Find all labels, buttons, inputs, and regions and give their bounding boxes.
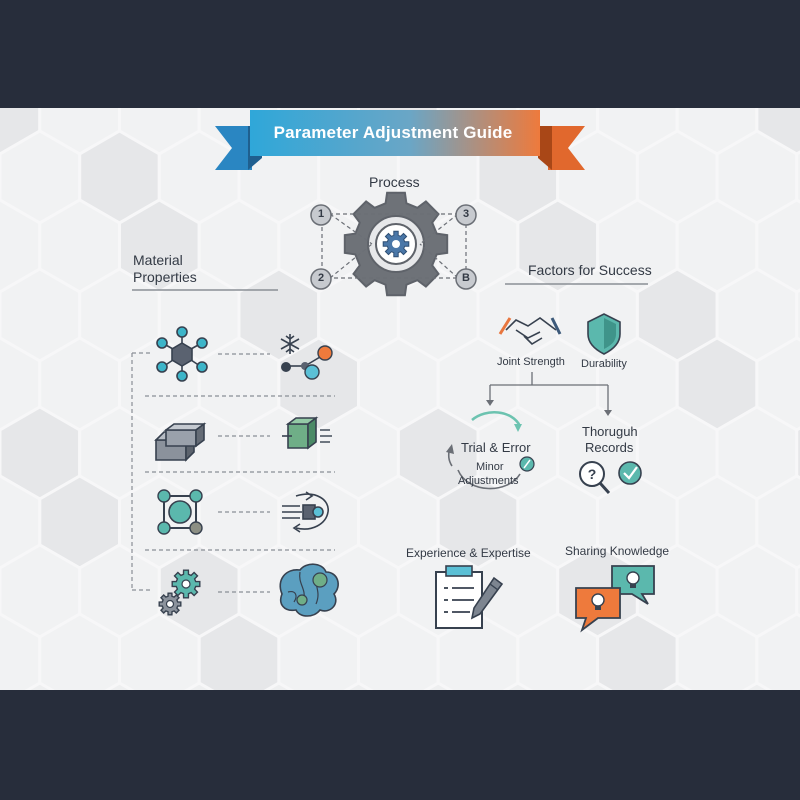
gears-icon [158,569,201,616]
joint-strength-label: Joint Strength [497,356,565,368]
snowflake-network-icon [280,334,333,380]
process-title: Process [369,174,420,190]
process-step-1: 1 [317,208,325,220]
magnifier-question-icon: ? [579,461,611,495]
molecule-icon [156,326,208,382]
process-step-3: 3 [462,208,470,220]
svg-text:?: ? [588,466,597,482]
material-blocks-icon [154,422,207,462]
process-links [321,213,467,279]
factors-connectors [489,372,609,412]
hexagon-tile [755,612,800,690]
durability-label: Durability [581,358,627,370]
records-label-line2: Records [585,440,634,455]
pen-icon [470,576,504,620]
minor-adjustments-line1: Minor [476,461,504,473]
process-step-markers [310,204,477,290]
material-title-line2: Properties [133,269,197,285]
title-ribbon [215,110,585,170]
clipboard-checklist-icon [435,565,483,629]
lightbulb-icon [591,571,640,610]
material-title-line1: Material [133,252,183,268]
trial-error-label: Trial & Error [461,440,531,455]
process-step-2: 2 [317,272,325,284]
records-label-line1: Thoruguh [582,424,638,439]
check-circle-icon [618,461,642,485]
hexagon-background [0,108,800,690]
speech-bubbles-icon [575,565,655,633]
factors-title: Factors for Success [528,262,652,278]
material-tree-lines [131,352,335,593]
experience-label: Experience & Expertise [406,546,531,560]
lattice-structure-icon [157,489,203,535]
page-title: Parameter Adjustment Guide [273,123,513,142]
process-step-b: B [462,272,470,284]
process-gear-icon [343,191,449,297]
handshake-icon [498,317,562,346]
sharing-label: Sharing Knowledge [565,544,670,558]
brain-icon [279,563,339,617]
flow-arrows-icon [282,491,329,533]
trial-error-cycle-icon [446,411,535,490]
shield-icon [587,313,621,355]
minor-adjustments-line2: Adjustments [458,475,519,487]
cube-motion-icon [282,416,332,450]
